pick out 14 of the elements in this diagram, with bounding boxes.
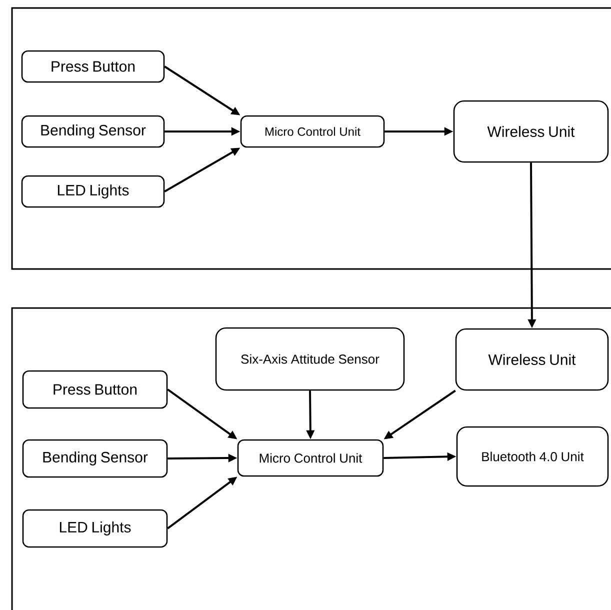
block-box: Micro Control Unit <box>240 115 385 148</box>
block-box: Press Button <box>22 370 168 409</box>
block-box: Bluetooth 4.0 Unit <box>456 426 609 487</box>
block-box: Bending Sensor <box>22 439 168 478</box>
block-box: Micro Control Unit <box>237 439 384 477</box>
panel-frame <box>11 307 611 610</box>
block-box: Six-Axis Attitude Sensor <box>215 327 405 391</box>
block-box: Wireless Unit <box>453 100 609 163</box>
block-box: Press Button <box>21 50 165 83</box>
block-box: LED Lights <box>21 175 165 208</box>
block-box: Wireless Unit <box>455 328 609 391</box>
panel-frame <box>11 7 611 270</box>
block-box: Bending Sensor <box>21 115 165 148</box>
block-box: LED Lights <box>22 509 168 548</box>
